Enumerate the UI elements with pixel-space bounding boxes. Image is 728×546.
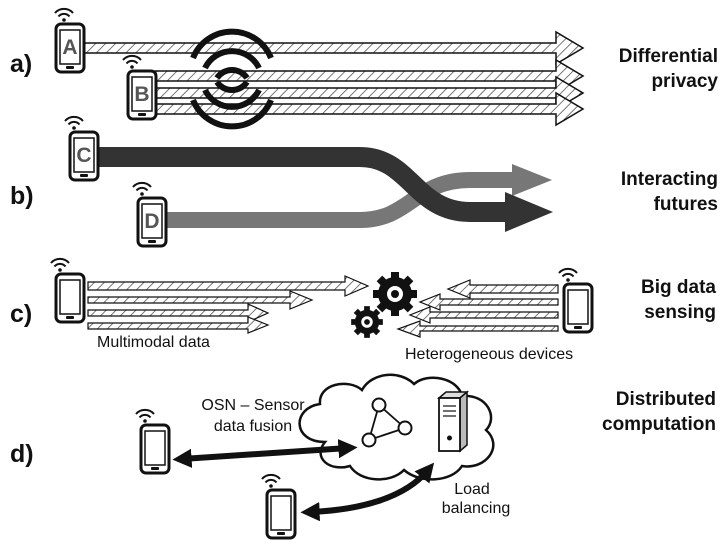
network-graph-icon <box>361 397 413 448</box>
device-c: C <box>64 115 100 182</box>
load-balancing-link <box>300 462 435 522</box>
panel-d-title-line1: Distributed <box>616 389 716 410</box>
wifi-icon <box>64 115 84 131</box>
wifi-icon <box>54 7 74 23</box>
data-stream-b3 <box>154 91 585 127</box>
device-multimodal <box>50 257 86 324</box>
interacting-futures-streams <box>95 147 553 232</box>
future-stream-d <box>160 172 515 228</box>
osn-sensor-caption-line1: OSN – Sensor <box>201 397 305 414</box>
wifi-icon <box>135 408 155 424</box>
device-d: D <box>132 181 168 248</box>
gear-icon <box>373 272 417 316</box>
device-a: A <box>54 7 86 74</box>
wifi-icon <box>261 473 281 489</box>
panel-b-title-line1: Interacting <box>621 169 718 190</box>
phone-server-links <box>172 439 435 522</box>
future-stream-c <box>95 147 510 222</box>
wifi-icon <box>132 181 152 197</box>
panel-c-title-line2: sensing <box>644 302 716 323</box>
smartphone-icon <box>265 488 297 540</box>
multimodal-streams <box>87 275 370 334</box>
server-icon <box>436 390 470 453</box>
device-heterogeneous <box>558 267 594 334</box>
device-load-balancing <box>261 473 297 540</box>
panel-a-title-line2: privacy <box>651 71 718 92</box>
wifi-icon <box>122 54 142 70</box>
panel-c-label: c) <box>10 300 32 328</box>
panel-a-label: a) <box>10 50 32 78</box>
device-c-label: C <box>76 144 91 167</box>
panel-b-title-line2: futures <box>654 194 718 215</box>
heterogeneous-devices-caption: Heterogeneous devices <box>405 346 573 363</box>
wifi-icon <box>50 257 70 273</box>
device-b-label: B <box>134 83 149 106</box>
gear-icon <box>351 306 383 338</box>
heterogeneous-streams <box>396 279 559 338</box>
wifi-icon <box>558 267 578 283</box>
smartphone-icon <box>139 423 171 475</box>
privacy-data-streams <box>81 30 585 127</box>
panel-b-label: b) <box>10 182 34 210</box>
panel-d-title-line2: computation <box>602 414 716 435</box>
panel-c-title-line1: Big data <box>641 277 716 298</box>
data-stream-b1 <box>154 58 585 94</box>
multimodal-data-caption: Multimodal data <box>97 334 210 351</box>
smartphone-icon <box>54 272 86 324</box>
load-balancing-caption-line2: balancing <box>442 500 511 517</box>
device-fusion <box>135 408 171 475</box>
device-a-label: A <box>62 36 77 59</box>
device-d-label: D <box>144 210 159 233</box>
sensor-fusion-link <box>172 439 358 468</box>
noise-waves-icon <box>190 28 274 130</box>
load-balancing-caption-line1: Load <box>454 481 490 498</box>
data-stream-a <box>81 30 585 66</box>
device-b: B <box>122 54 158 121</box>
panel-d-label: d) <box>10 440 34 468</box>
smartphone-icon <box>562 282 594 334</box>
panel-a-title-line1: Differential <box>619 46 718 67</box>
osn-sensor-caption-line2: data fusion <box>214 418 292 435</box>
